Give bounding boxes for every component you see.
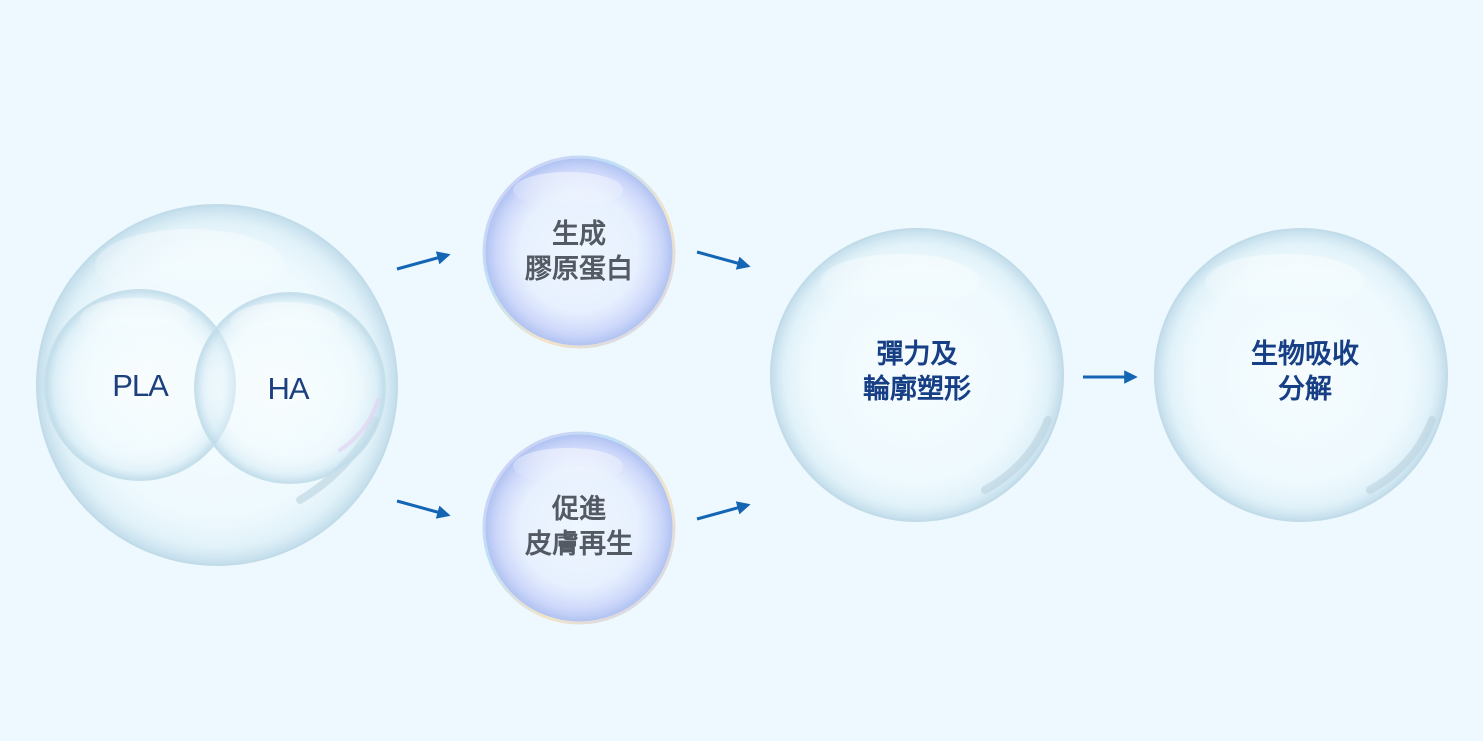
collagen-label-line2: 膠原蛋白 <box>525 254 633 286</box>
arrow-to-collagen <box>396 251 451 271</box>
skin-regen-label-line1: 促進 <box>552 494 606 525</box>
skin-regen-label-line2: 皮膚再生 <box>525 529 633 561</box>
arrow-collagen-to-elasticity <box>696 250 751 270</box>
collagen-bubble <box>482 155 676 349</box>
pla-label-text: PLA <box>112 368 169 403</box>
ha-label: HA <box>238 369 338 409</box>
ha-label-text: HA <box>267 371 309 406</box>
arrows <box>396 250 1138 521</box>
elasticity-label: 彈力及 輪廓塑形 <box>837 337 997 407</box>
bioabsorb-label: 生物吸收 分解 <box>1225 337 1385 407</box>
bioabsorb-label-line2: 分解 <box>1278 374 1332 406</box>
bioabsorb-bubble <box>1154 228 1448 522</box>
arrow-to-skin-regen <box>396 499 451 519</box>
ha-bubble <box>194 292 386 484</box>
pla-bubble <box>44 289 236 481</box>
pla-label: PLA <box>90 366 190 406</box>
collagen-label: 生成 膠原蛋白 <box>499 217 659 287</box>
bioabsorb-label-line1: 生物吸收 <box>1251 339 1359 370</box>
elasticity-bubble <box>770 228 1064 522</box>
skin-regen-label: 促進 皮膚再生 <box>499 492 659 562</box>
elasticity-label-line2: 輪廓塑形 <box>863 374 971 406</box>
collagen-label-line1: 生成 <box>552 219 606 250</box>
skin-regen-bubble <box>482 431 676 625</box>
arrow-skin-regen-to-elasticity <box>696 501 751 521</box>
elasticity-label-line1: 彈力及 <box>876 339 958 370</box>
